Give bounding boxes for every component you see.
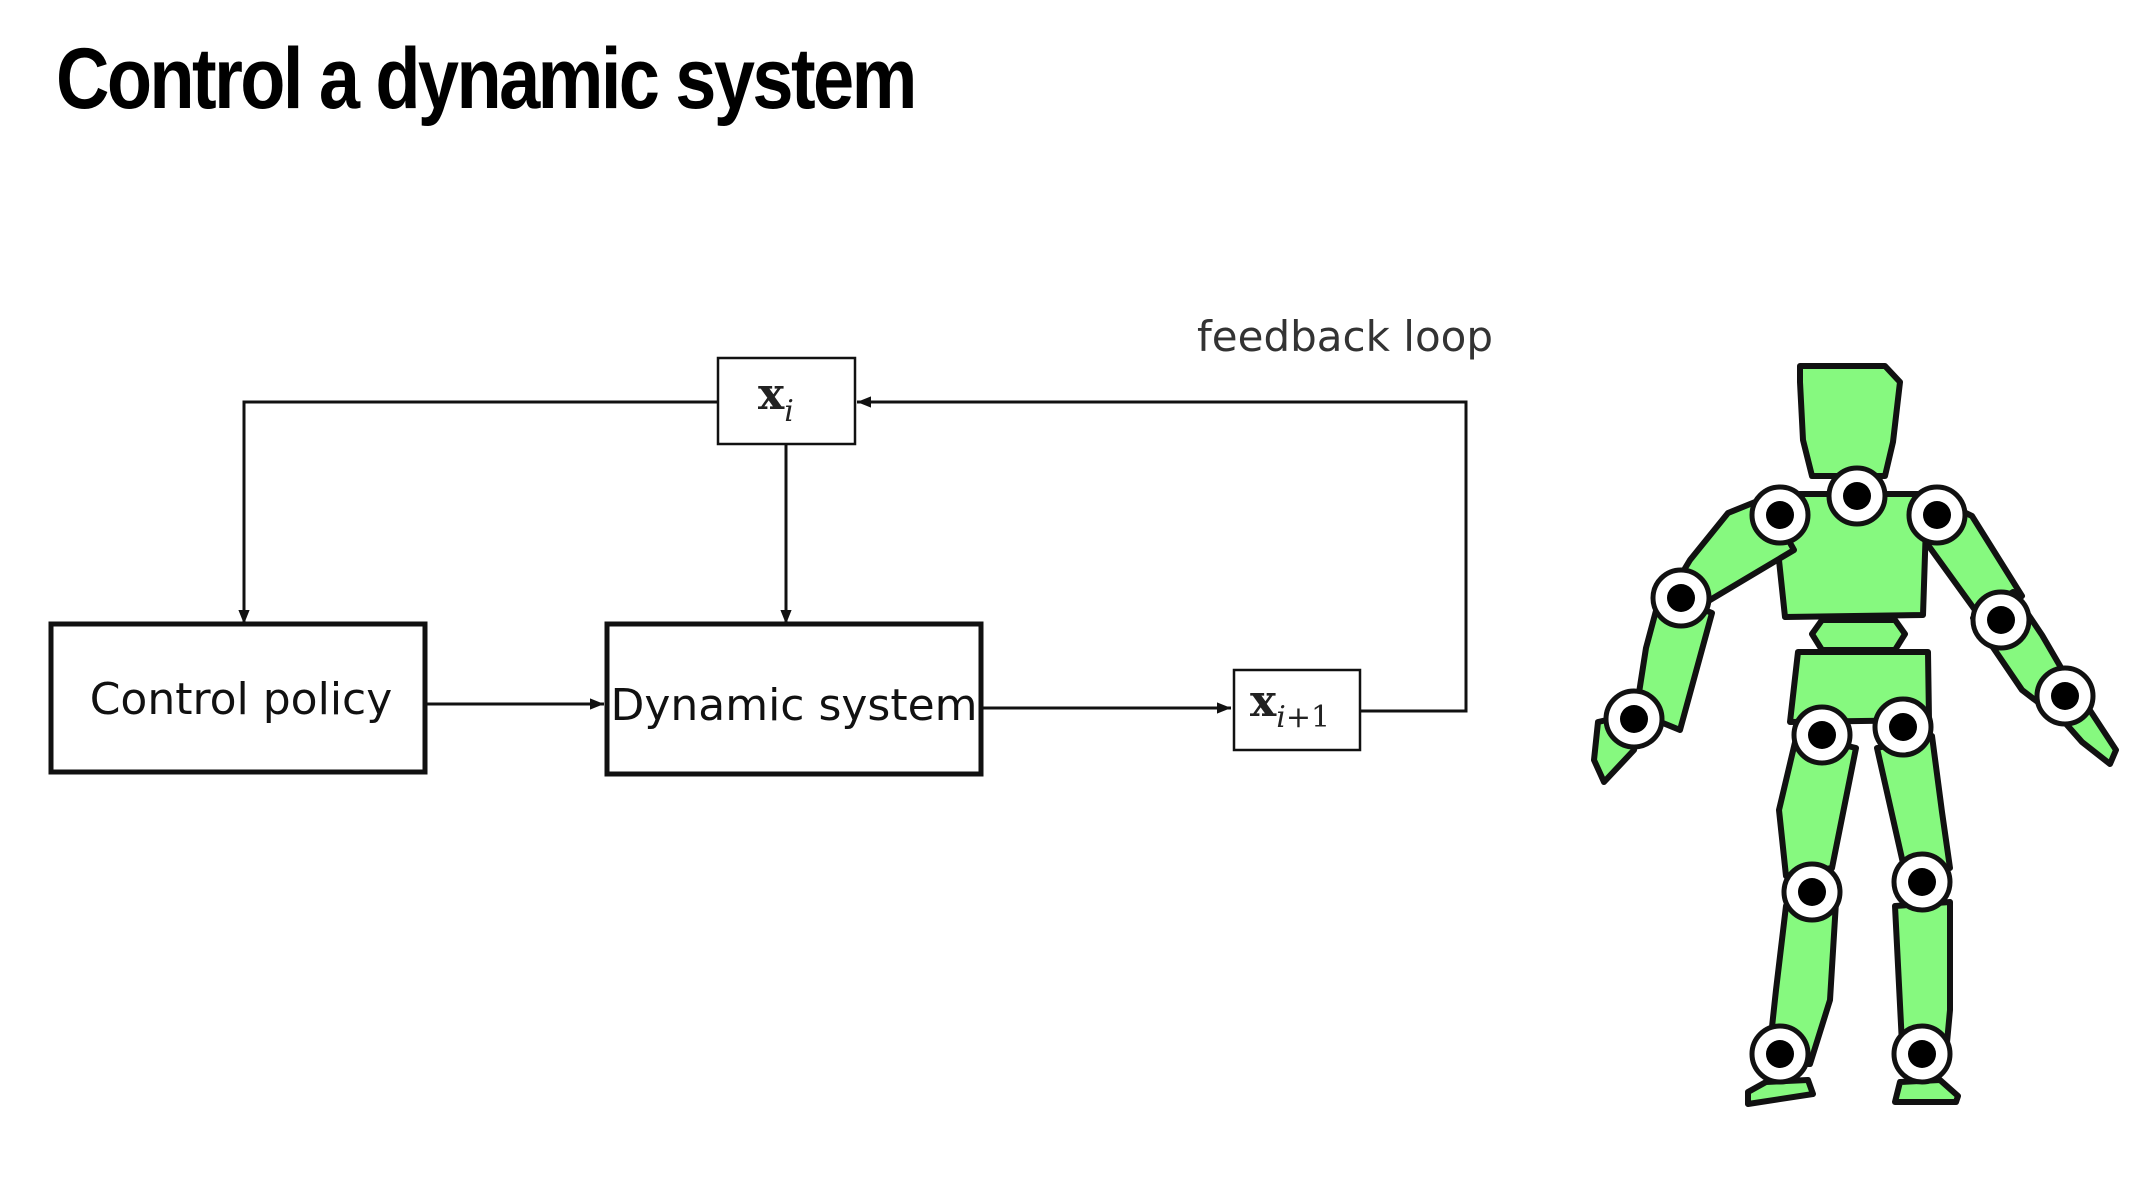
joint-right-ankle: [1891, 1023, 1953, 1085]
joint-right-shoulder: [1906, 484, 1968, 546]
control-policy-label: Control policy: [90, 674, 393, 725]
arrow-feedback-loop: [857, 396, 1468, 713]
humanoid-figure: [1591, 363, 2119, 1107]
joint-left-elbow: [1650, 567, 1712, 629]
current-state-block: xi: [716, 356, 857, 446]
next-state-subscript-index: i: [1276, 700, 1286, 735]
current-state-symbol: x: [758, 369, 785, 420]
feedback-loop-label: feedback loop: [1197, 312, 1493, 361]
svg-text:xi+1: xi+1: [1250, 676, 1330, 735]
arrow-state-to-policy: [238, 400, 718, 624]
joint-left-shoulder: [1749, 484, 1811, 546]
figure-joints: [1603, 465, 2096, 1085]
figure-right-thigh: [1874, 733, 1953, 875]
figure-waist: [1809, 617, 1908, 653]
joint-right-wrist: [2034, 665, 2096, 727]
current-state-subscript: i: [784, 394, 794, 429]
joint-left-hip: [1791, 704, 1853, 766]
joint-right-elbow: [1970, 589, 2032, 651]
joint-right-knee: [1891, 851, 1953, 913]
control-policy-block: Control policy: [48, 621, 428, 775]
joint-right-hip: [1872, 696, 1934, 758]
next-state-subscript-increment: +1: [1286, 700, 1330, 735]
dynamic-system-block: Dynamic system: [604, 621, 984, 777]
next-state-block: xi+1: [1232, 668, 1362, 752]
figure-left-foot: [1745, 1077, 1816, 1107]
next-state-symbol: x: [1250, 676, 1277, 727]
joint-left-ankle: [1749, 1023, 1811, 1085]
slide-title: Control a dynamic system: [56, 31, 917, 127]
joint-left-knee: [1781, 861, 1843, 923]
dynamic-system-label: Dynamic system: [610, 680, 977, 731]
svg-text:xi: xi: [758, 369, 794, 429]
joint-neck: [1826, 465, 1888, 527]
connectors: [238, 396, 1468, 714]
joint-left-wrist: [1603, 688, 1665, 750]
figure-head: [1797, 363, 1903, 479]
